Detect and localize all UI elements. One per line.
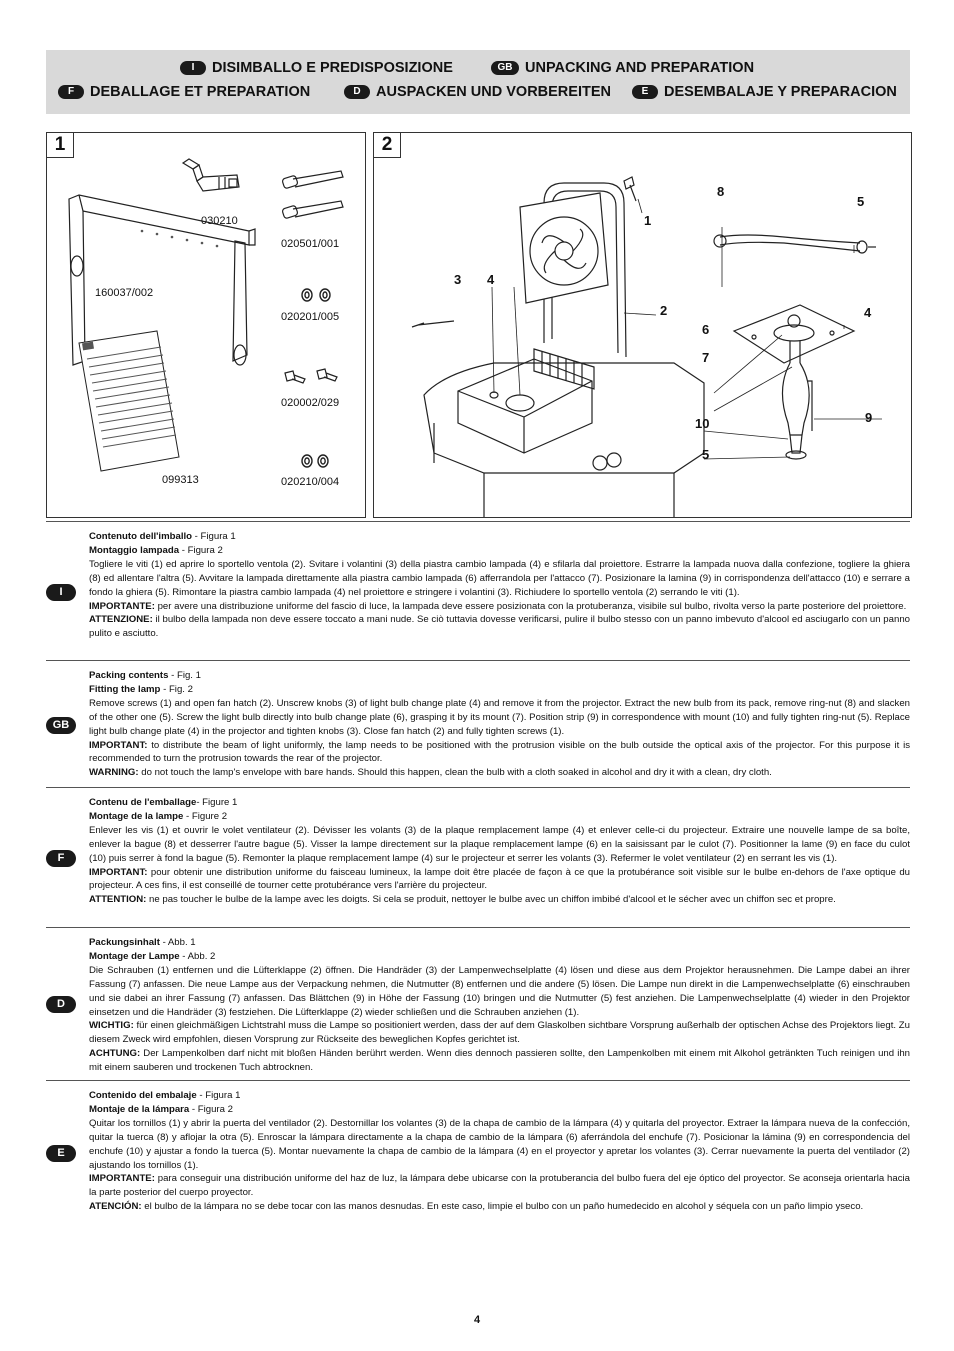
instructions-text: Quitar los tornillos (1) y abrir la puer…: [89, 1117, 910, 1171]
page-number: 4: [473, 1314, 481, 1326]
lang-badge-gb: GB: [46, 717, 76, 734]
part-code-020201: 020201/005: [281, 311, 340, 323]
lang-badge-d: D: [344, 85, 370, 99]
header-title-text: DESEMBALAJE Y PREPARACION: [664, 84, 897, 100]
instructions-text: Enlever les vis (1) et ouvrir le volet v…: [89, 824, 910, 864]
lang-badge-i: I: [180, 61, 206, 75]
header-title-text: DISIMBALLO E PREDISPOSIZIONE: [212, 60, 453, 76]
part-code-020002: 020002/029: [281, 397, 340, 409]
section-italian: I Contenuto dell'imballo - Figura 1 Mont…: [46, 521, 910, 661]
figure-1-packing-contents: 1: [46, 132, 366, 518]
callout-2: 2: [660, 303, 668, 318]
callout-5: 5: [857, 194, 865, 209]
bracket-drawing: [68, 194, 256, 366]
washer-icon: [301, 454, 329, 468]
part-code-020501: 020501/001: [281, 238, 340, 250]
callout-5: 5: [702, 447, 710, 462]
part-code-160037: 160037/002: [95, 287, 154, 299]
callout-3: 3: [454, 272, 462, 287]
callout-9: 9: [865, 410, 873, 425]
section-english: GB Packing contents - Fig. 1 Fitting the…: [46, 660, 910, 789]
instructions-text: Die Schrauben (1) entfernen und die Lüft…: [89, 964, 910, 1018]
part-code-020210: 020210/004: [281, 476, 340, 488]
lang-badge-e: E: [46, 1145, 76, 1162]
lang-badge-e: E: [632, 85, 658, 99]
callout-4: 4: [487, 272, 495, 287]
callout-6: 6: [702, 322, 710, 337]
header-title-i: I DISIMBALLO E PREDISPOSIZIONE: [180, 60, 453, 76]
figure-number: 1: [47, 133, 74, 158]
section-text: Packing contents - Fig. 1 Fitting the la…: [89, 670, 910, 779]
section-text: Contenido del embalaje - Figura 1 Montaj…: [89, 1090, 910, 1213]
section-text: Packungsinhalt - Abb. 1 Montage der Lamp…: [89, 937, 910, 1074]
instructions-text: Remove screws (1) and open fan hatch (2)…: [89, 697, 910, 737]
part-code-030210: 030210: [201, 215, 238, 227]
instructions-text: Togliere le viti (1) ed aprire lo sporte…: [89, 558, 910, 598]
callout-8: 8: [717, 184, 725, 199]
header-title-text: UNPACKING AND PREPARATION: [525, 60, 755, 76]
section-french: F Contenu de l'emballage- Figure 1 Monta…: [46, 787, 910, 928]
power-connector-icon: [181, 158, 240, 192]
header-title-d: D AUSPACKEN UND VORBEREITEN: [344, 84, 611, 100]
part-code-099313: 099313: [162, 474, 199, 486]
header-title-text: AUSPACKEN UND VORBEREITEN: [376, 84, 611, 100]
figure-number: 2: [374, 133, 401, 158]
lang-badge-d: D: [46, 996, 76, 1013]
header-title-gb: GB UNPACKING AND PREPARATION: [491, 60, 754, 76]
header-title-text: DEBALLAGE ET PREPARATION: [90, 84, 311, 100]
header-title-e: E DESEMBALAJE Y PREPARACION: [632, 84, 897, 100]
projector-fan-hatch-drawing: [411, 176, 705, 517]
callout-1: 1: [644, 213, 652, 228]
lang-badge-gb: GB: [491, 61, 519, 75]
callout-10: 10: [695, 416, 710, 431]
header-title-f: F DEBALLAGE ET PREPARATION: [58, 84, 310, 100]
lang-badge-f: F: [46, 850, 76, 867]
language-header: I DISIMBALLO E PREDISPOSIZIONE GB UNPACK…: [46, 50, 910, 114]
ring-nut-icon: [301, 288, 331, 302]
callout-4: 4: [864, 305, 872, 320]
section-spanish: E Contenido del embalaje - Figura 1 Mont…: [46, 1080, 910, 1221]
callout-7: 7: [702, 350, 710, 365]
lang-badge-f: F: [58, 85, 84, 99]
section-german: D Packungsinhalt - Abb. 1 Montage der La…: [46, 927, 910, 1082]
section-text: Contenu de l'emballage- Figure 1 Montage…: [89, 797, 910, 906]
figure-2-lamp-fitting: 2: [373, 132, 912, 518]
lamp-knob-icon: [281, 170, 344, 219]
lang-badge-i: I: [46, 584, 76, 601]
lamp-assembly-drawing: [703, 227, 882, 460]
section-text: Contenuto dell'imballo - Figura 1 Montag…: [89, 531, 910, 640]
user-manual-icon: [78, 330, 180, 472]
screw-icon: [284, 368, 338, 384]
